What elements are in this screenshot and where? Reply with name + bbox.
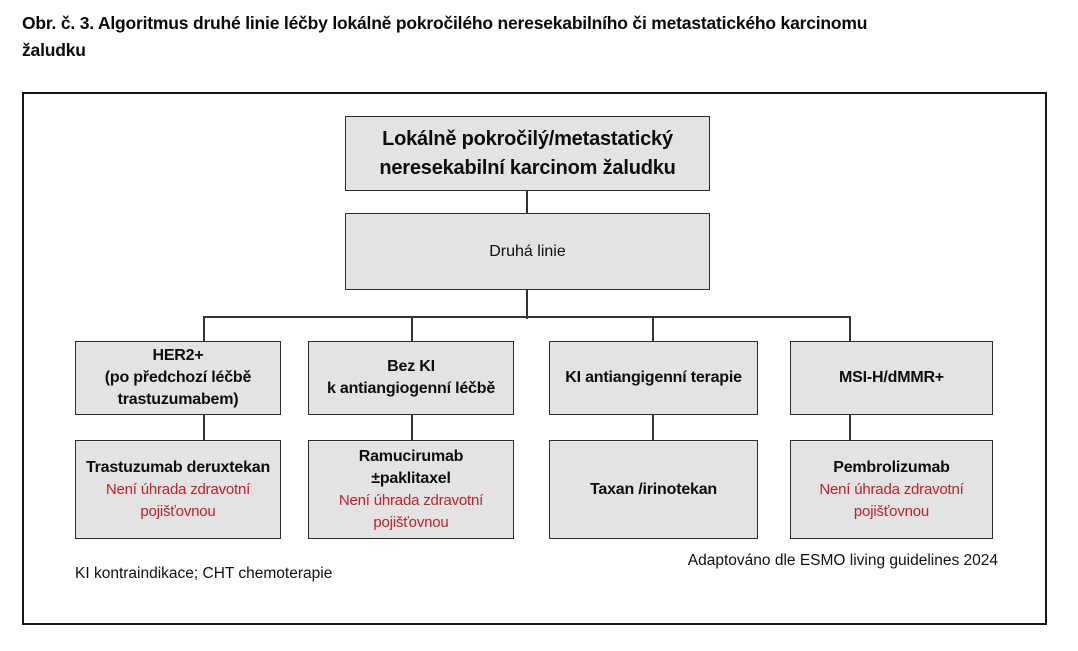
source-credit: Adaptováno dle ESMO living guidelines 20… <box>687 552 998 569</box>
connector-branch-bar <box>203 316 851 318</box>
condition-box-ki-antiangiogenic: KI antiangigenní terapie <box>549 341 758 415</box>
drug-name: Taxan /irinotekan <box>589 480 717 498</box>
reimbursement-note: Není úhrada zdravotní pojišťovnou <box>819 480 964 520</box>
connector-root-to-stage <box>526 190 528 214</box>
treatment-box-trastuzumab-deruxtekan: Trastuzumab deruxtekan Není úhrada zdrav… <box>75 440 281 539</box>
condition-box-msi-dmmr: MSI-H/dMMR+ <box>790 341 993 415</box>
condition-box-no-ki-antiangiogenic: Bez KI k antiangiogenní léčbě <box>308 341 514 415</box>
connector-condition-to-treatment-2 <box>411 414 413 441</box>
connector-condition-to-treatment-4 <box>849 414 851 441</box>
connector-condition-to-treatment-3 <box>652 414 654 441</box>
connector-drop-branch-4 <box>849 317 851 342</box>
connector-condition-to-treatment-1 <box>203 414 205 441</box>
footnote-abbreviations: KI kontraindikace; CHT chemoterapie <box>75 565 333 582</box>
condition-box-her2: HER2+ (po předchozí léčbě trastuzumabem) <box>75 341 281 415</box>
connector-stage-to-branchbar <box>526 289 528 319</box>
connector-drop-branch-3 <box>652 317 654 342</box>
flowchart-node-diagnosis: Lokálně pokročilý/metastatický neresekab… <box>345 116 710 191</box>
drug-name: Pembrolizumab <box>833 458 950 476</box>
treatment-box-pembrolizumab: Pembrolizumab Není úhrada zdravotní poji… <box>790 440 993 539</box>
flowchart-node-second-line: Druhá linie <box>345 213 710 290</box>
treatment-box-taxan-irinotekan: Taxan /irinotekan <box>549 440 758 539</box>
figure-caption: Obr. č. 3. Algoritmus druhé linie léčby … <box>22 13 868 60</box>
reimbursement-note: Není úhrada zdravotní pojišťovnou <box>338 491 484 531</box>
drug-name: Trastuzumab deruxtekan <box>85 458 271 476</box>
drug-name: Ramucirumab ±paklitaxel <box>358 447 464 487</box>
treatment-box-ramucirumab-paklitaxel: Ramucirumab ±paklitaxel Není úhrada zdra… <box>308 440 514 539</box>
reimbursement-note: Není úhrada zdravotní pojišťovnou <box>105 480 251 520</box>
connector-drop-branch-1 <box>203 317 205 342</box>
connector-drop-branch-2 <box>411 317 413 342</box>
